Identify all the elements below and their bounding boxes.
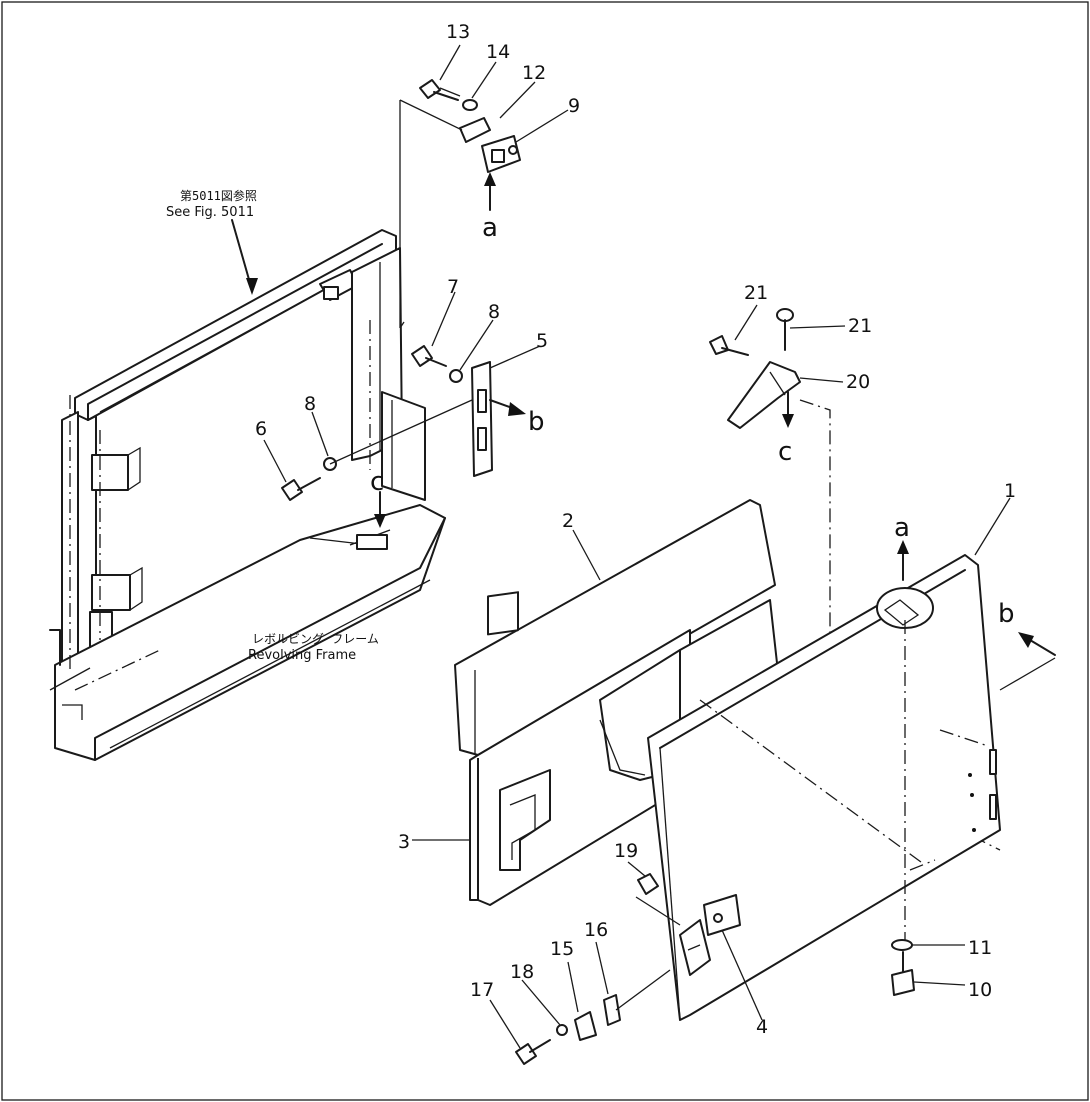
part-number-labels: 1 2 3 4 5 6 7 8 8 9 10 11 12 13 14 15 16… [255, 21, 1016, 1038]
part-number: 21 [744, 282, 768, 304]
part-number: 5 [536, 330, 548, 352]
part-number: 12 [522, 62, 546, 84]
part-number: 3 [398, 831, 410, 853]
hinge-assembly-top [419, 79, 521, 173]
part-number: 11 [968, 937, 992, 959]
part-number: 4 [756, 1016, 768, 1038]
see-fig-note-jp: 第5011図参照 [180, 188, 257, 203]
front-door-panel [647, 554, 1001, 1021]
part-number: 21 [848, 315, 872, 337]
part-number: 7 [447, 276, 459, 298]
part-number: 15 [550, 938, 574, 960]
part-number: 8 [304, 393, 316, 415]
part-number: 2 [562, 510, 574, 532]
part-number: 9 [568, 95, 580, 117]
ref-letter: a [482, 213, 498, 243]
part-number: 16 [584, 919, 608, 941]
hinge-hardware-bottom [515, 873, 681, 1065]
part-number: 10 [968, 979, 992, 1001]
part-number: 14 [486, 41, 510, 63]
ref-letter: c [778, 437, 792, 467]
part-number: 18 [510, 961, 534, 983]
see-fig-note-en: See Fig. 5011 [166, 205, 254, 220]
part-number: 1 [1004, 480, 1016, 502]
part-number: 19 [614, 840, 638, 862]
washer-11 [891, 939, 913, 951]
part-number: 17 [470, 979, 494, 1001]
bolt-10 [891, 969, 915, 996]
frame-label-en: Revolving Frame [248, 648, 356, 663]
part-number: 6 [255, 418, 267, 440]
reference-letters: a a b b c c [370, 213, 1015, 629]
lock-assembly [709, 308, 801, 429]
ref-letter: a [894, 513, 910, 543]
part-number: 8 [488, 301, 500, 323]
ref-letter: c [370, 467, 384, 497]
revolving-frame [49, 229, 446, 761]
frame-label-jp: レボルビング フレーム [252, 632, 379, 646]
leader-lines [263, 44, 1011, 1049]
ref-letter: b [998, 599, 1015, 629]
part-number: 13 [446, 21, 470, 43]
ref-letter: b [528, 407, 545, 437]
hinge-assembly-mid [281, 345, 493, 501]
part-number: 20 [846, 371, 870, 393]
